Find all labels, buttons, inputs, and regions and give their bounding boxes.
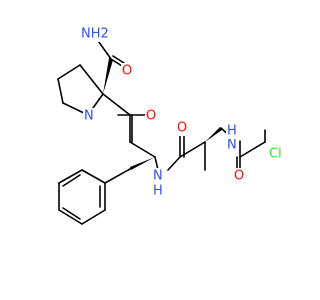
wedge-bond — [130, 157, 155, 170]
bond — [239, 141, 266, 158]
bond — [58, 209, 83, 225]
atom-labels: NH2 O N O N H O N H O Cl — [79, 26, 286, 199]
ala-amide-nitrogen-label: N — [227, 138, 237, 153]
bond — [104, 168, 131, 184]
phe-carbonyl-oxygen-label: O — [146, 109, 156, 124]
proline-nitrogen-label: N — [84, 109, 94, 124]
bond — [79, 64, 104, 95]
molecule-canvas: NH2 O N O N H O N H O Cl — [57, 26, 286, 225]
bond — [110, 58, 123, 67]
amide-oxygen-label: O — [122, 64, 132, 79]
bond — [57, 78, 64, 104]
bond — [102, 93, 131, 116]
bond — [167, 156, 181, 171]
bond — [81, 209, 106, 225]
ala-amide-hydrogen-label: H — [227, 124, 237, 139]
bond — [112, 55, 125, 64]
phe-amide-hydrogen-label: H — [153, 184, 163, 199]
chlorine-label: Cl — [269, 147, 282, 162]
bond — [58, 169, 83, 184]
chloroacetyl-oxygen-label: O — [234, 169, 244, 184]
amide-nh2-label: NH2 — [81, 27, 109, 42]
structure-diagram: NH2 O N O N H O N H O Cl — [57, 26, 286, 225]
wedge-bond — [103, 58, 113, 94]
bond — [154, 156, 159, 171]
bond — [179, 141, 206, 158]
ala-carbonyl-oxygen-label: O — [177, 121, 187, 136]
wedge-bond — [205, 127, 222, 142]
bond — [81, 169, 106, 184]
bond — [62, 174, 81, 187]
bond — [129, 141, 156, 158]
phe-amide-nitrogen-label: N — [153, 169, 163, 184]
bond — [62, 207, 81, 220]
bond — [57, 64, 81, 80]
